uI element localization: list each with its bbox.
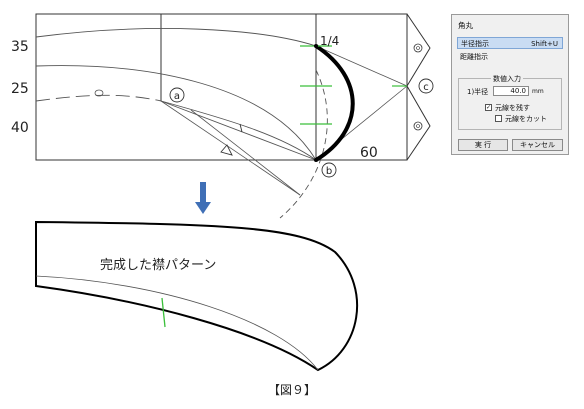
cut-original-label: 元線をカット [505, 115, 547, 123]
keep-original-label: 元線を残す [495, 104, 530, 112]
collar-middle-curve [35, 65, 317, 161]
radius-unit: mm [532, 88, 544, 95]
menu-item-radius-shortcut: Shift+U [531, 40, 558, 48]
guide-to-c [315, 45, 408, 87]
corner-round-tool-panel: 角丸 半径指示 Shift+U 距離指示 数値入力 1)半径 40.0 mm ✓… [451, 14, 569, 155]
triangle-mark [220, 144, 233, 156]
numeric-input-group-title: 数値入力 [491, 74, 523, 84]
menu-item-distance-label: 距離指示 [460, 53, 488, 61]
mark-circle-top [413, 43, 423, 53]
rounded-corner-curve [314, 44, 355, 162]
arc-dashed [279, 69, 328, 219]
point-a-label: a [174, 91, 180, 102]
menu-item-distance[interactable]: 距離指示 [457, 51, 563, 63]
arrow-down-icon [195, 182, 211, 214]
mark-circle-top-inner [416, 46, 420, 50]
quarter-label: 1/4 [320, 34, 339, 48]
collar-upper-curve [35, 28, 317, 47]
point-c-marker [418, 78, 434, 94]
keep-original-checkbox[interactable]: ✓ [485, 104, 492, 111]
finished-green-mark [161, 297, 166, 328]
length-label-60: 60 [360, 145, 378, 161]
point-a-marker [169, 87, 185, 103]
mark-circle-bottom-inner [416, 124, 420, 128]
row-label-35: 35 [11, 39, 29, 55]
finished-collar-caption: 完成した襟パターン [100, 258, 216, 273]
neckline-notch [94, 89, 104, 97]
extension-line-1 [160, 100, 301, 196]
row-label-25: 25 [11, 81, 29, 97]
radius-input[interactable]: 40.0 [493, 86, 529, 96]
numeric-input-group: 数値入力 1)半径 40.0 mm ✓ 元線を残す 元線をカット [458, 74, 562, 130]
menu-item-radius[interactable]: 半径指示 Shift+U [457, 37, 563, 49]
mark-circle-bottom [413, 121, 423, 131]
corner-dot-bottom [314, 158, 318, 162]
point-b-marker [321, 162, 337, 178]
point-c-label: c [423, 82, 429, 93]
point-b-label: b [326, 166, 332, 177]
finished-collar-inner-line [35, 275, 319, 371]
finished-collar-outline [35, 220, 359, 372]
a-to-b-curve [160, 100, 317, 161]
panel-title: 角丸 [458, 21, 473, 30]
row-label-40: 40 [11, 120, 29, 136]
cancel-button[interactable]: キャンセル [512, 139, 563, 151]
tick-mark [239, 123, 243, 133]
a-to-b-line [160, 100, 317, 161]
execute-button[interactable]: 実 行 [458, 139, 508, 151]
corner-dot-top [314, 44, 318, 48]
neckline-dashed [35, 94, 162, 102]
figure-caption: 【図９】 [268, 383, 316, 397]
radius-label: 1)半径 [467, 88, 489, 96]
cut-original-checkbox[interactable] [495, 115, 502, 122]
menu-item-radius-label: 半径指示 [461, 40, 489, 48]
extension-line-2 [190, 109, 301, 196]
